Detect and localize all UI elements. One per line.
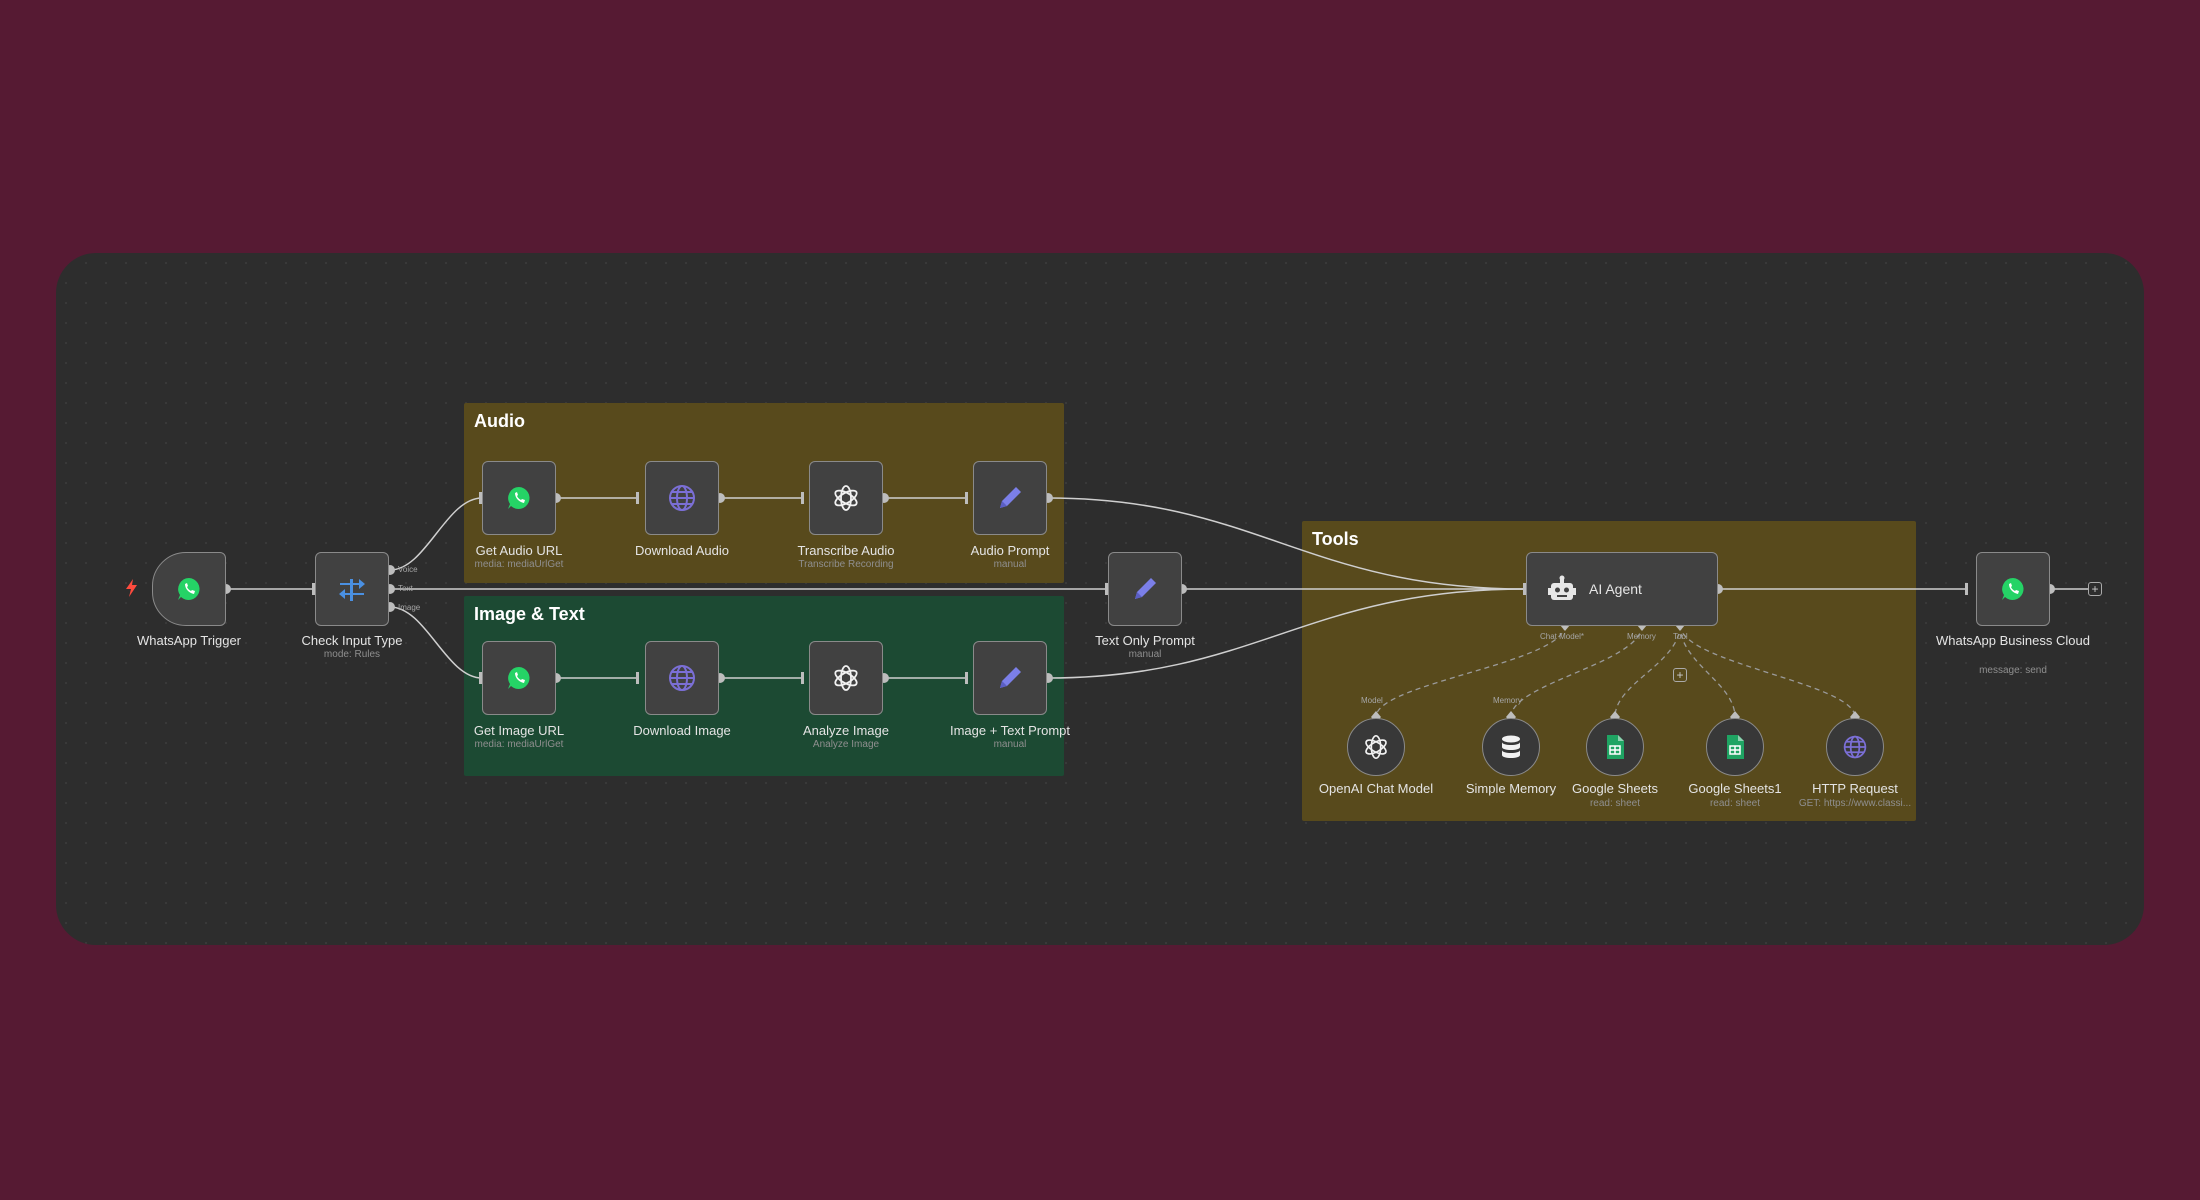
sub-analyze-image: Analyze Image <box>812 739 880 750</box>
sub-http-request: GET: https://www.classi... <box>1798 798 1912 809</box>
sub-google-sheets: read: sheet <box>1589 798 1641 809</box>
node-download-audio[interactable] <box>645 461 719 535</box>
label-get-image-url: Get Image URL <box>473 723 565 738</box>
sub-text-only-prompt: manual <box>1128 649 1162 660</box>
database-icon <box>1502 735 1520 758</box>
node-whatsapp-business-cloud[interactable] <box>1976 552 2050 626</box>
wire-tool-http <box>1679 624 1856 718</box>
group-image-text[interactable]: Image & Text <box>464 596 1064 776</box>
node-google-sheets1[interactable] <box>1706 718 1764 776</box>
port-memory: Memory <box>1627 632 1656 641</box>
openai-icon <box>1365 734 1387 760</box>
label-whatsapp-business-cloud: WhatsApp Business Cloud <box>1936 633 2090 648</box>
sub-audio-prompt: manual <box>993 559 1027 570</box>
workflow-canvas[interactable]: Audio Image & Text Tools <box>56 253 2144 945</box>
node-check-input-type[interactable] <box>315 552 389 626</box>
wire-voice-audio <box>389 497 483 571</box>
wire-tool-sheets <box>1614 624 1681 718</box>
label-openai-chat-model: OpenAI Chat Model <box>1318 781 1434 796</box>
label-get-audio-url: Get Audio URL <box>475 543 563 558</box>
sub-get-audio-url: media: mediaUrlGet <box>474 559 564 570</box>
wire-memory <box>1510 624 1643 718</box>
node-text-only-prompt[interactable] <box>1108 552 1182 626</box>
wire-imageprompt-agent <box>1047 588 1527 679</box>
pencil-icon <box>1000 667 1021 688</box>
port-text: Text <box>398 584 413 593</box>
label-ai-agent: AI Agent <box>1589 581 1642 597</box>
group-tools-title: Tools <box>1312 529 1359 549</box>
node-download-image[interactable] <box>645 641 719 715</box>
node-audio-prompt[interactable] <box>973 461 1047 535</box>
label-check-input-type: Check Input Type <box>301 633 403 648</box>
openai-icon <box>834 485 858 511</box>
label-analyze-image: Analyze Image <box>803 723 889 738</box>
node-image-text-prompt[interactable] <box>973 641 1047 715</box>
node-simple-memory[interactable] <box>1482 718 1540 776</box>
sub-transcribe-audio: Transcribe Recording <box>798 559 894 570</box>
port-voice: Voice <box>398 565 418 574</box>
sheets-icon <box>1727 735 1744 759</box>
node-analyze-image[interactable] <box>809 641 883 715</box>
whatsapp-icon <box>2002 578 2024 600</box>
pencil-icon <box>1135 578 1156 599</box>
port-tool: Tool <box>1673 632 1688 641</box>
openai-icon <box>834 665 858 691</box>
pencil-icon <box>1000 487 1021 508</box>
label-download-image: Download Image <box>633 723 731 738</box>
label-whatsapp-trigger: WhatsApp Trigger <box>136 633 242 648</box>
sub-whatsapp-business-cloud: message: send <box>1979 665 2047 676</box>
group-audio-title: Audio <box>474 411 525 431</box>
whatsapp-icon <box>508 487 530 509</box>
wire-tool-sheets1 <box>1679 624 1736 718</box>
add-tool-button[interactable]: + <box>1673 668 1687 682</box>
label-text-only-prompt: Text Only Prompt <box>1095 633 1195 648</box>
node-google-sheets[interactable] <box>1586 718 1644 776</box>
sheets-icon <box>1607 735 1624 759</box>
sub-image-text-prompt: manual <box>993 739 1027 750</box>
label-google-sheets: Google Sheets <box>1571 781 1658 796</box>
whatsapp-icon <box>508 667 530 689</box>
port-memory-sub: Memory <box>1493 696 1522 705</box>
node-transcribe-audio[interactable] <box>809 461 883 535</box>
whatsapp-icon <box>178 578 200 600</box>
globe-icon <box>669 665 695 691</box>
robot-icon <box>1548 575 1576 600</box>
port-model: Model <box>1361 696 1383 705</box>
label-audio-prompt: Audio Prompt <box>970 543 1050 558</box>
label-simple-memory: Simple Memory <box>1465 781 1557 796</box>
globe-icon <box>669 485 695 511</box>
label-google-sheets1: Google Sheets1 <box>1688 781 1782 796</box>
wire-audioprompt-agent <box>1047 497 1527 590</box>
wire-model <box>1375 624 1566 718</box>
port-chat-model: Chat Model* <box>1540 632 1585 641</box>
node-http-request[interactable] <box>1826 718 1884 776</box>
label-http-request: HTTP Request <box>1812 781 1898 796</box>
label-image-text-prompt: Image + Text Prompt <box>949 723 1071 738</box>
node-get-audio-url[interactable] <box>482 461 556 535</box>
node-ai-agent[interactable]: AI Agent <box>1526 552 1718 626</box>
node-openai-chat-model[interactable] <box>1347 718 1405 776</box>
sub-google-sheets1: read: sheet <box>1709 798 1761 809</box>
globe-icon <box>1843 735 1867 759</box>
node-get-image-url[interactable] <box>482 641 556 715</box>
port-image: Image <box>398 603 421 612</box>
group-image-text-title: Image & Text <box>474 604 585 624</box>
switch-icon <box>339 579 365 601</box>
sub-check-input-type: mode: Rules <box>323 649 381 660</box>
label-download-audio: Download Audio <box>635 543 729 558</box>
group-audio[interactable]: Audio <box>464 403 1064 583</box>
trigger-bolt-icon <box>126 579 137 597</box>
label-transcribe-audio: Transcribe Audio <box>797 543 895 558</box>
sub-get-image-url: media: mediaUrlGet <box>474 739 564 750</box>
add-node-button[interactable]: + <box>2088 582 2102 596</box>
wire-image-getimage <box>389 606 483 679</box>
node-whatsapp-trigger[interactable] <box>152 552 226 626</box>
